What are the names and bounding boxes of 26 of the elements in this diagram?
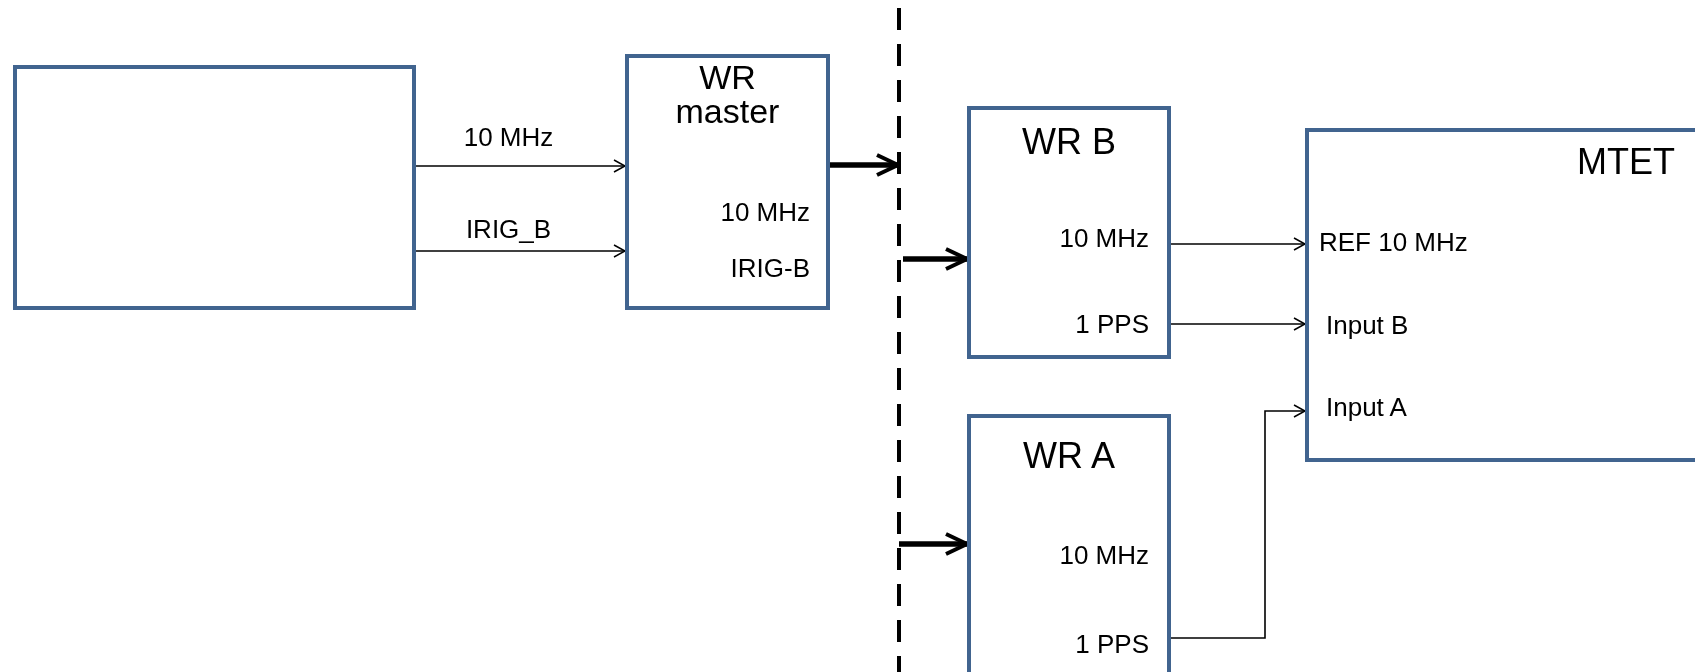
arrow bbox=[415, 159, 626, 173]
box-title: MTET bbox=[1577, 142, 1675, 182]
arrow bbox=[899, 532, 969, 556]
port-label: REF 10 MHz bbox=[1319, 228, 1468, 257]
arrow bbox=[1170, 404, 1306, 639]
port-label: 1 PPS bbox=[1075, 630, 1149, 659]
device-box bbox=[13, 65, 416, 310]
port-label: 10 MHz bbox=[720, 198, 810, 227]
arrow bbox=[1170, 317, 1306, 331]
box-title: WR A bbox=[1022, 436, 1116, 476]
arrow bbox=[415, 244, 626, 258]
arrow bbox=[830, 153, 900, 177]
device-box bbox=[1305, 128, 1695, 462]
port-label: 10 MHz bbox=[1059, 541, 1149, 570]
port-label: IRIG-B bbox=[730, 254, 810, 283]
device-box bbox=[967, 414, 1171, 672]
port-label: Input A bbox=[1326, 393, 1407, 422]
box-title: WR B bbox=[1021, 122, 1117, 162]
arrow bbox=[1170, 237, 1306, 251]
port-label: 1 PPS bbox=[1075, 310, 1149, 339]
port-label: 10 MHz bbox=[1059, 224, 1149, 253]
device-box bbox=[625, 54, 830, 310]
device-box bbox=[967, 106, 1171, 359]
port-label: Input B bbox=[1326, 311, 1409, 340]
box-title: WR master bbox=[674, 60, 781, 128]
arrow bbox=[903, 247, 969, 271]
